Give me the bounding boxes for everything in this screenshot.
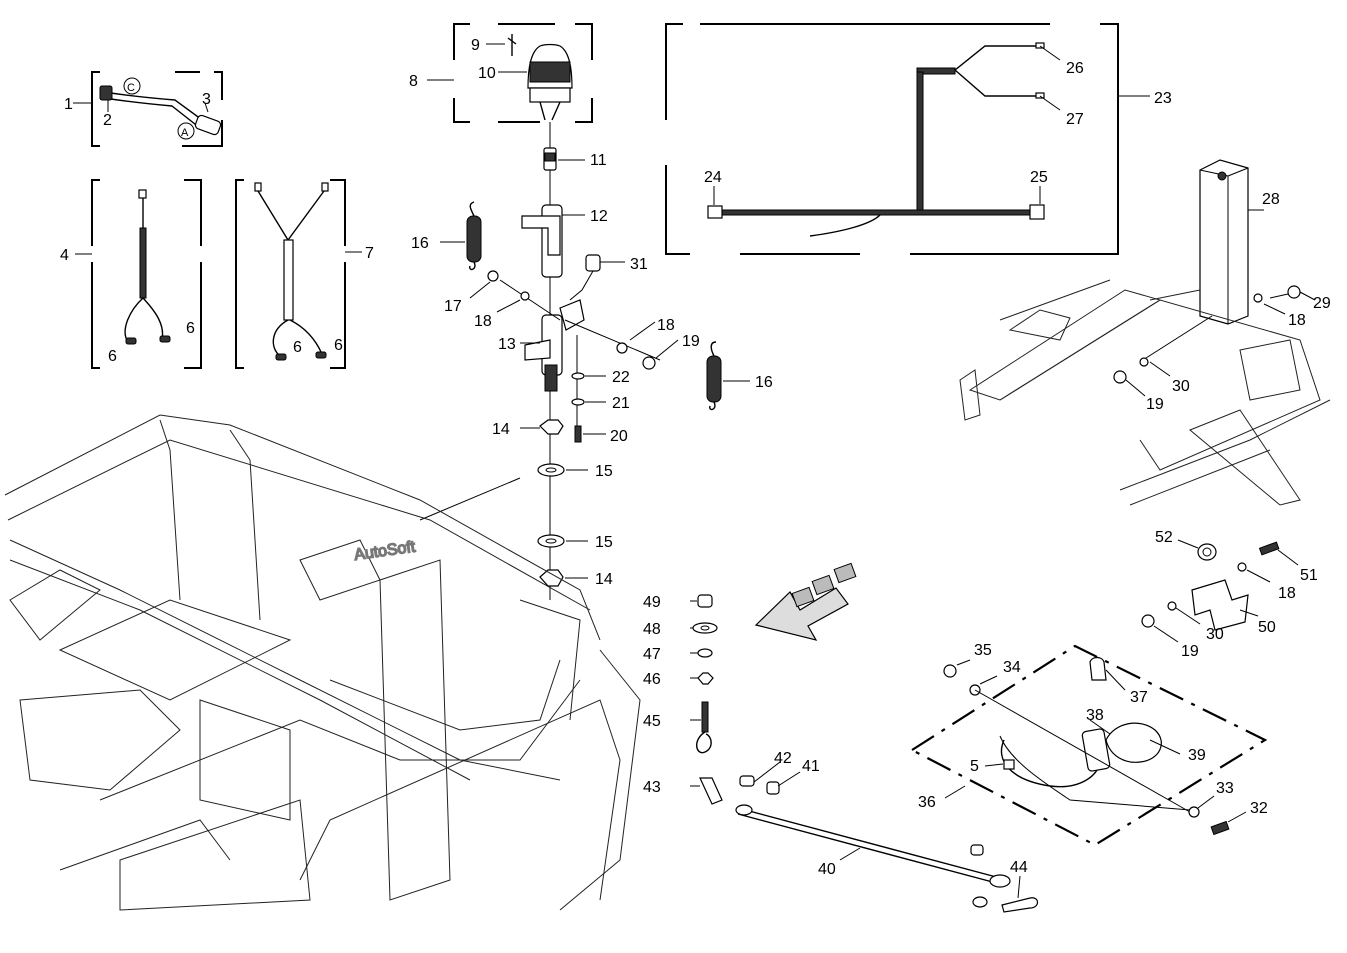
callout-26: 26 [1066,60,1084,77]
callout-30: 30 [1206,626,1224,643]
bolt-stack [690,594,723,805]
callout-38: 38 [1086,707,1104,724]
callout-16: 16 [755,374,773,391]
callout-48: 48 [643,621,661,638]
callout-23: 23 [1154,90,1172,107]
callout-41: 41 [802,758,820,775]
detail-box-cable-1: C A [73,71,223,147]
callout-52: 52 [1155,529,1173,546]
callout-50: 50 [1258,619,1276,636]
callout-28: 28 [1262,191,1280,208]
detail-box-beacon-8 [427,23,593,123]
detail-box-harness-7 [235,179,362,369]
rod-40 [735,761,1039,913]
callout-18: 18 [1288,312,1306,329]
callout-49: 49 [643,594,661,611]
callout-labels: 1 2 3 4 6 6 6 6 7 8 9 10 11 12 13 14 14 … [60,37,1331,878]
callout-8: 8 [409,73,418,90]
callout-12: 12 [590,208,608,225]
callout-16: 16 [411,235,429,252]
callout-18: 18 [1278,585,1296,602]
callout-31: 31 [630,256,648,273]
callout-13: 13 [498,336,516,353]
callout-9: 9 [471,37,480,54]
detail-box-lamp-36 [909,644,1268,847]
callout-3: 3 [202,91,211,108]
callout-27: 27 [1066,111,1084,128]
callout-11: 11 [590,152,607,169]
callout-21: 21 [612,395,630,412]
callout-19: 19 [1181,643,1199,660]
bracket-50 [1141,539,1299,643]
rear-frame [959,279,1331,506]
callout-17: 17 [444,298,462,315]
callout-15: 15 [595,534,613,551]
callout-15: 15 [595,463,613,480]
callout-19: 19 [1146,396,1164,413]
callout-35: 35 [974,642,992,659]
callout-7: 7 [365,245,374,262]
direction-arrow [754,562,857,641]
connector-mark-c: C [127,82,135,94]
callout-34: 34 [1003,659,1021,676]
callout-6: 6 [334,337,343,354]
callout-30: 30 [1172,378,1190,395]
detail-box-harness-23 [665,23,1150,255]
callout-4: 4 [60,247,69,264]
callout-46: 46 [643,671,661,688]
callout-5: 5 [970,758,979,775]
callout-33: 33 [1216,780,1234,797]
connector-mark-a: A [181,127,189,139]
detail-box-harness-4 [75,179,202,369]
callout-40: 40 [818,861,836,878]
callout-6: 6 [293,339,302,356]
callout-6: 6 [186,320,195,337]
callout-20: 20 [610,428,628,445]
callout-42: 42 [774,750,792,767]
callout-10: 10 [478,65,496,82]
callout-22: 22 [612,369,630,386]
callout-51: 51 [1300,567,1318,584]
springs [440,201,750,411]
callout-14: 14 [492,421,510,438]
callout-43: 43 [643,779,661,796]
callout-24: 24 [704,169,722,186]
callout-25: 25 [1030,169,1048,186]
callout-39: 39 [1188,747,1206,764]
callout-19: 19 [682,333,700,350]
callout-29: 29 [1313,295,1331,312]
bracket-28 [1113,159,1316,397]
callout-18: 18 [474,313,492,330]
callout-45: 45 [643,713,661,730]
cab-frame [4,414,641,911]
callout-14: 14 [595,571,613,588]
callout-37: 37 [1130,689,1148,706]
callout-2: 2 [103,112,112,129]
callout-44: 44 [1010,859,1028,876]
beacon-mount-assembly [419,122,679,600]
callout-32: 32 [1250,800,1268,817]
watermark-text: AutoSoft [353,539,417,564]
callout-47: 47 [643,646,661,663]
callout-18: 18 [657,317,675,334]
callout-36: 36 [918,794,936,811]
callout-6: 6 [108,348,117,365]
callout-1: 1 [64,96,73,113]
